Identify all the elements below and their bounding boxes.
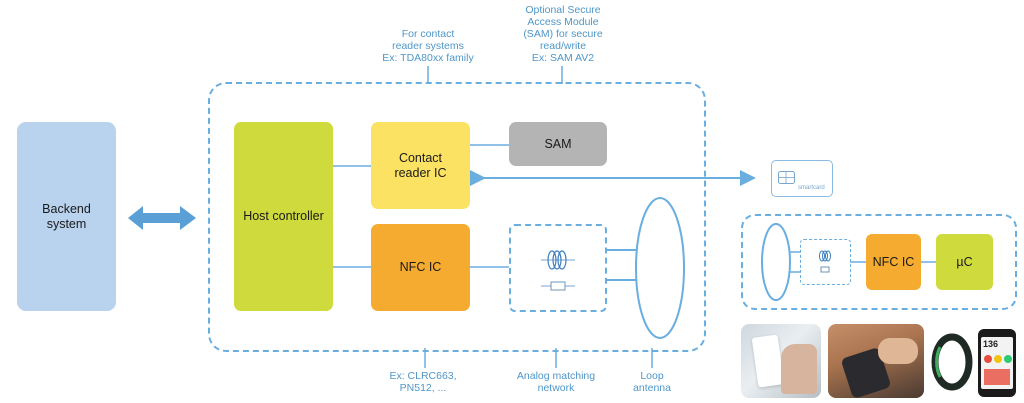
host-controller-block: Host controller bbox=[234, 122, 333, 311]
device-loop-antenna bbox=[761, 223, 791, 301]
device-boundary bbox=[741, 214, 1017, 310]
photo-smartphone: 136 bbox=[978, 329, 1016, 397]
sam-block: SAM bbox=[509, 122, 607, 166]
contact-label: Contact reader IC bbox=[394, 150, 447, 180]
double-arrow-icon bbox=[128, 206, 196, 230]
capacitor-icon bbox=[820, 266, 830, 273]
smartcard-label: smartcard bbox=[798, 185, 825, 191]
phone-time: 136 bbox=[983, 339, 999, 349]
photo-card-hand bbox=[741, 324, 821, 398]
device-nfc-ic-block: NFC IC bbox=[866, 234, 921, 290]
contact-reader-block: Contact reader IC bbox=[371, 122, 470, 209]
photo-payment-terminal bbox=[828, 324, 924, 398]
matching-network-block bbox=[509, 224, 607, 312]
loop-antenna bbox=[635, 197, 685, 339]
coil-icon bbox=[541, 250, 575, 270]
device-nfc-label: NFC IC bbox=[872, 254, 915, 269]
capacitor-icon bbox=[541, 281, 575, 291]
sam-label: SAM bbox=[544, 136, 572, 151]
device-uc-label: µC bbox=[956, 254, 973, 269]
reader-system-boundary bbox=[208, 82, 706, 352]
photo-wristband bbox=[930, 333, 974, 391]
annotation-contact-reader: For contact reader systems Ex: TDA80xx f… bbox=[382, 28, 474, 64]
annotation-matching: Analog matching network bbox=[516, 370, 596, 394]
annotation-sam: Optional Secure Access Module (SAM) for … bbox=[523, 4, 603, 64]
smartcard: smartcard bbox=[771, 160, 833, 197]
host-label: Host controller bbox=[243, 209, 324, 223]
device-uc-block: µC bbox=[936, 234, 993, 290]
backend-label: Backend system bbox=[42, 201, 91, 231]
coil-icon bbox=[819, 250, 831, 262]
chip-contact-icon bbox=[778, 171, 795, 184]
annotation-nfc-ex: Ex: CLRC663, PN512, ... bbox=[389, 370, 457, 394]
backend-system-block: Backend system bbox=[17, 122, 116, 311]
device-matching-network bbox=[800, 239, 851, 285]
annotation-loop: Loop antenna bbox=[633, 370, 671, 394]
nfc-ic-block: NFC IC bbox=[371, 224, 470, 311]
nfc-label: NFC IC bbox=[399, 260, 442, 274]
